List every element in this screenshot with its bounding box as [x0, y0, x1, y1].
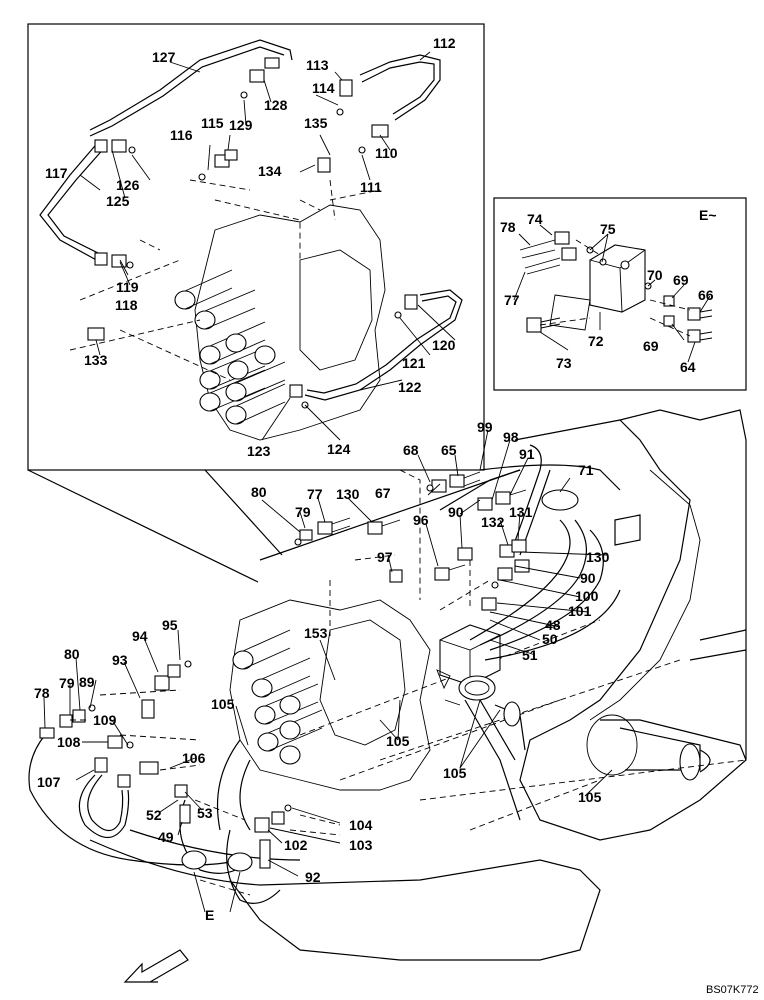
- callout-70: 70: [647, 267, 663, 283]
- main-valve-spools: [232, 629, 323, 765]
- callout-124: 124: [327, 441, 351, 457]
- callout-52: 52: [146, 807, 162, 823]
- callout-127: 127: [152, 49, 176, 65]
- inset-control-valve: [27, 23, 485, 583]
- callout-50: 50: [542, 631, 558, 647]
- callout-67: 67: [375, 485, 391, 501]
- callout-79: 79: [295, 504, 311, 520]
- callout-113: 113: [306, 57, 329, 73]
- valve-spools: [174, 269, 286, 425]
- callout-80: 80: [251, 484, 267, 500]
- main-assembly: [28, 409, 747, 983]
- callout-125: 125: [106, 193, 130, 209]
- callout-90: 90: [580, 570, 596, 586]
- callout-130: 130: [336, 486, 360, 502]
- callout-123: 123: [247, 443, 271, 459]
- callout-48: 48: [545, 617, 561, 633]
- callout-105: 105: [386, 733, 410, 749]
- callout-77: 77: [504, 292, 520, 308]
- callout-112: 112: [433, 35, 456, 51]
- callout-110: 110: [375, 145, 398, 161]
- main-fittings: [39, 471, 530, 869]
- callout-128: 128: [264, 97, 288, 113]
- callout-69: 69: [673, 272, 689, 288]
- callout-115: 115: [201, 115, 224, 131]
- callout-91: 91: [519, 446, 535, 462]
- callout-105: 105: [443, 765, 467, 781]
- callout-74: 74: [527, 211, 543, 227]
- callout-75: 75: [600, 221, 616, 237]
- callout-104: 104: [349, 817, 373, 833]
- callout-131: 131: [509, 504, 533, 520]
- inset-detail-e: [493, 197, 747, 391]
- callout-92: 92: [305, 869, 321, 885]
- callout-95: 95: [162, 617, 178, 633]
- callout-78: 78: [500, 219, 516, 235]
- callout-96: 96: [413, 512, 429, 528]
- callout-106: 106: [182, 750, 206, 766]
- callout-117: 117: [45, 165, 68, 181]
- drawing-code: BS07K772: [706, 984, 759, 996]
- callout-E: E~: [699, 207, 717, 223]
- callout-90: 90: [448, 504, 464, 520]
- callout-100: 100: [575, 588, 599, 604]
- callout-105: 105: [211, 696, 235, 712]
- callout-107: 107: [37, 774, 61, 790]
- callout-68: 68: [403, 442, 419, 458]
- callout-72: 72: [588, 333, 604, 349]
- callout-99: 99: [477, 419, 493, 435]
- callout-122: 122: [398, 379, 422, 395]
- callout-94: 94: [132, 628, 148, 644]
- callout-119: 119: [116, 279, 139, 295]
- callout-153: 153: [304, 625, 328, 641]
- callout-51: 51: [522, 647, 538, 663]
- callout-135: 135: [304, 115, 328, 131]
- callout-93: 93: [112, 652, 128, 668]
- callout-132: 132: [481, 514, 505, 530]
- callout-49: 49: [158, 829, 174, 845]
- callout-73: 73: [556, 355, 572, 371]
- callout-89: 89: [79, 674, 95, 690]
- callout-53: 53: [197, 805, 213, 821]
- callout-78: 78: [34, 685, 50, 701]
- callout-labels: 127 113 112 114 128 129 116 115 135 126 110 134 111 1…: [34, 35, 717, 923]
- callout-116: 116: [170, 127, 193, 143]
- callout-108: 108: [57, 734, 81, 750]
- callout-E: E: [205, 907, 214, 923]
- callout-105: 105: [578, 789, 602, 805]
- callout-126: 126: [116, 177, 140, 193]
- callout-129: 129: [229, 117, 253, 133]
- callout-114: 114: [312, 80, 335, 96]
- direction-arrow: [123, 949, 189, 983]
- callout-69: 69: [643, 338, 659, 354]
- callout-103: 103: [349, 837, 373, 853]
- callout-102: 102: [284, 837, 308, 853]
- callout-133: 133: [84, 352, 108, 368]
- callout-77: 77: [307, 486, 323, 502]
- callout-98: 98: [503, 429, 519, 445]
- callout-71: 71: [578, 462, 594, 478]
- callout-109: 109: [93, 712, 117, 728]
- inset-fittings: [87, 57, 418, 409]
- callout-118: 118: [115, 297, 138, 313]
- callout-64: 64: [680, 359, 696, 375]
- callout-111: 111: [360, 179, 382, 195]
- callout-101: 101: [568, 603, 592, 619]
- callout-121: 121: [402, 355, 426, 371]
- callout-130: 130: [586, 549, 610, 565]
- callout-120: 120: [432, 337, 456, 353]
- callout-134: 134: [258, 163, 282, 179]
- callout-80: 80: [64, 646, 80, 662]
- callout-97: 97: [377, 549, 393, 565]
- callout-79: 79: [59, 675, 75, 691]
- callout-65: 65: [441, 442, 457, 458]
- callout-66: 66: [698, 287, 714, 303]
